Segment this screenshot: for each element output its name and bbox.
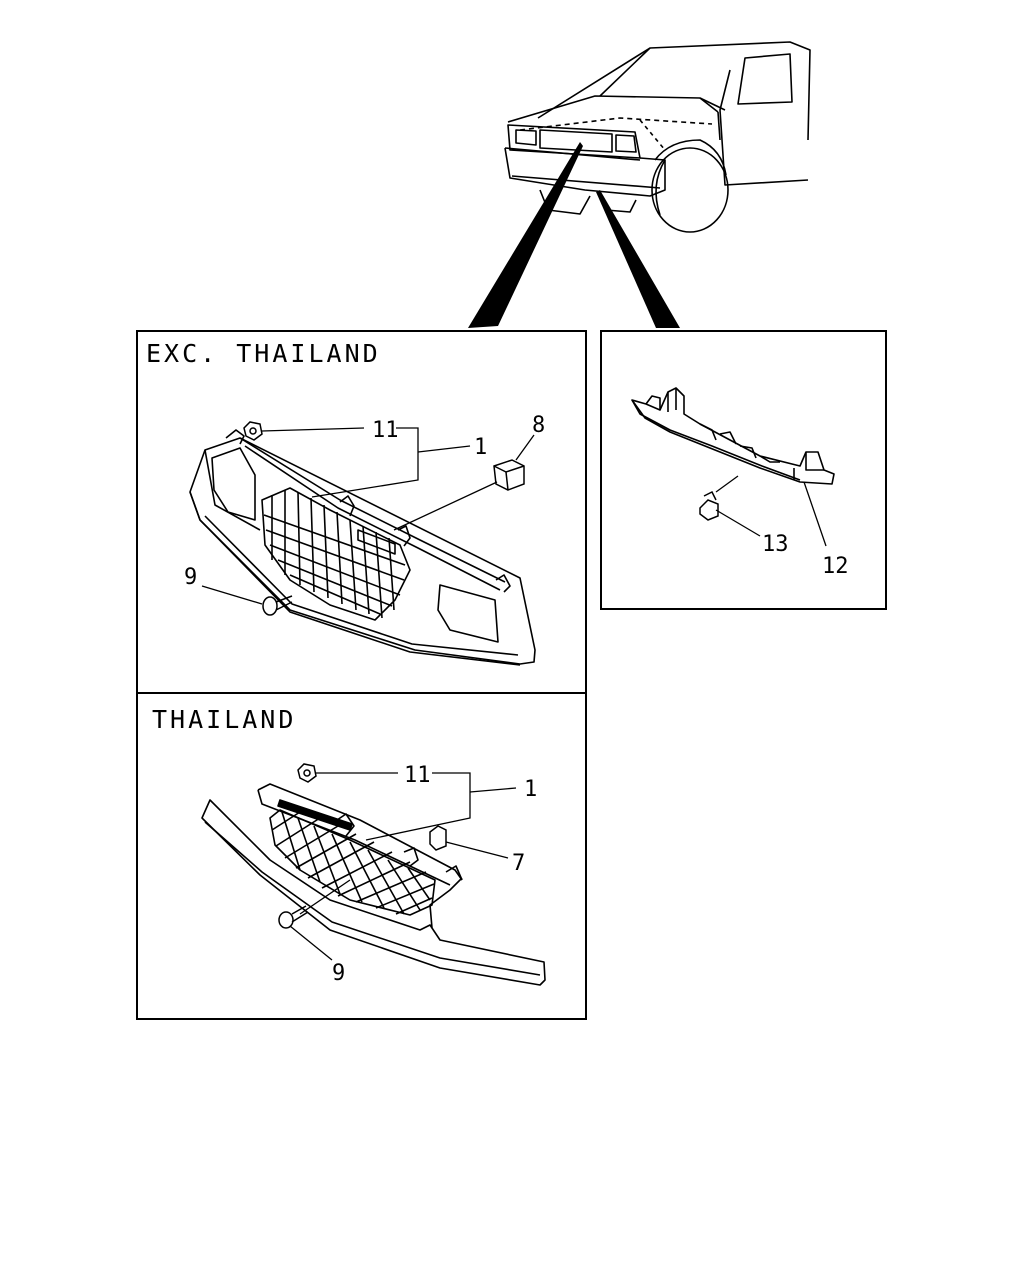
grille-thailand (201, 783, 546, 986)
part-13-clip (699, 490, 719, 521)
callout-9-thailand: 9 (332, 961, 345, 986)
callout-1: 1 (474, 435, 487, 460)
leader-beams (468, 142, 680, 328)
callout-11: 11 (372, 418, 399, 443)
panel-bracket: 13 12 (600, 330, 887, 610)
callout-11-thailand: 11 (404, 763, 431, 788)
part-8-retainer (493, 459, 525, 491)
part-11-clip-nut (243, 421, 263, 441)
panel-exc-thailand: EXC. THAILAND (136, 330, 587, 694)
callout-8: 8 (532, 413, 545, 438)
panel-exc-thailand-title: EXC. THAILAND (146, 339, 381, 368)
grille-exc-thailand (189, 429, 536, 666)
part-11-clip-nut-thailand (297, 763, 317, 783)
panel-thailand-title: THAILAND (152, 705, 296, 734)
part-7-retainer (429, 825, 447, 851)
part-9-screw-thailand (278, 905, 309, 929)
grille-bracket (631, 387, 835, 485)
callout-lines-exc-thailand (201, 427, 535, 605)
panel-thailand: THAILAND (136, 692, 587, 1020)
callout-7: 7 (512, 851, 525, 876)
callout-13: 13 (762, 532, 789, 557)
callout-12: 12 (822, 554, 849, 579)
panel-exc-thailand-frame (136, 330, 587, 694)
callout-9: 9 (184, 565, 197, 590)
callout-lines-bracket (715, 475, 827, 547)
callout-lines-thailand (289, 772, 517, 961)
panel-bracket-frame (600, 330, 887, 610)
panel-thailand-frame (136, 692, 587, 1020)
callout-1-thailand: 1 (524, 777, 537, 802)
part-9-screw (262, 595, 293, 616)
